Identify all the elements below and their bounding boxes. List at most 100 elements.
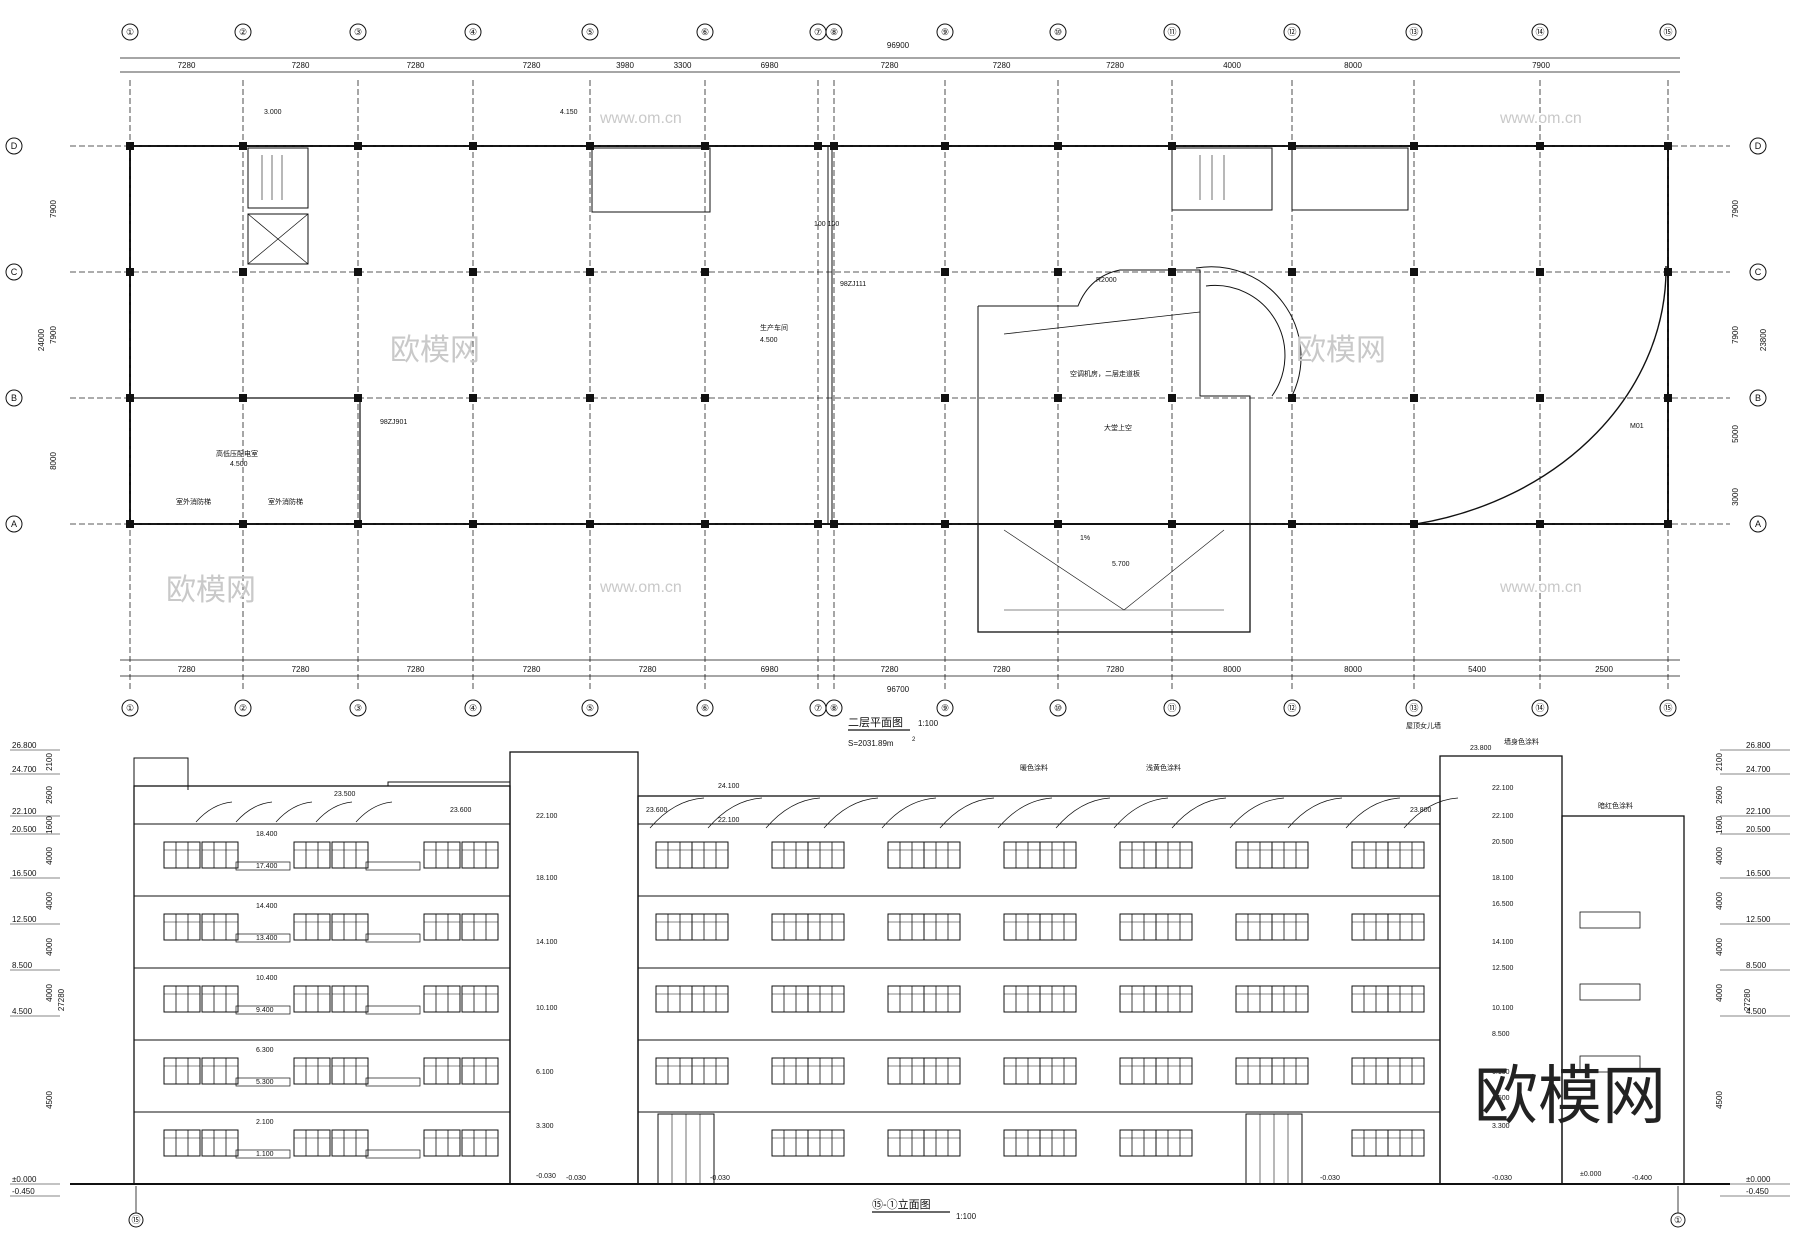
- column-14-4: [1536, 520, 1544, 528]
- window-centre-b-r4-c7: [1387, 913, 1425, 941]
- window-centre-b-r1-c5: [1155, 1129, 1193, 1157]
- material-note-3: 暖色涂料: [1020, 763, 1048, 772]
- stair-elev-right-3: 18.100: [1492, 875, 1514, 882]
- level-marks-left: 26.80024.70022.10020.50016.50012.5008.50…: [10, 741, 60, 1197]
- watermark-brand-2: 欧模网: [1296, 334, 1386, 367]
- roof-elev-8: 22.100: [1492, 785, 1514, 792]
- roof-truss: [939, 797, 995, 829]
- axis-label-bottom-5: ⑤: [586, 703, 594, 713]
- level-left-9: ±0.000: [12, 1175, 37, 1184]
- floor-elev-9: 2.100: [256, 1119, 274, 1126]
- roof-truss: [707, 797, 763, 829]
- stair-elev-right-6: 12.500: [1492, 965, 1514, 972]
- column-14-2: [1536, 268, 1544, 276]
- window-right-3: [1579, 911, 1641, 929]
- roof-elev-7: 23.800: [1470, 745, 1492, 752]
- level-right-6: 12.500: [1746, 915, 1771, 924]
- stair-elev-right-11: 3.300: [1492, 1123, 1510, 1130]
- toilet-block-right: [1291, 147, 1409, 211]
- dim-top-8: 7280: [881, 61, 899, 70]
- stair-elev-right-10: 4.500: [1492, 1095, 1510, 1102]
- window-centre-b-r2-c7: [1387, 1057, 1425, 1085]
- window-centre-r4-c5: [1119, 913, 1157, 941]
- window-centre-r4-c3: [887, 913, 925, 941]
- window-centre-r5-c4: [1003, 841, 1041, 869]
- balustrade-left-b-2: [365, 1077, 421, 1087]
- column-12-2: [1288, 268, 1296, 276]
- column-6-3: [701, 394, 709, 402]
- window-centre-b-r4-c2: [807, 913, 845, 941]
- axis-bubble-bottom-11: [1163, 699, 1181, 717]
- axis-bubble-bottom-12: [1283, 699, 1301, 717]
- window-centre-b-r5-c4: [1039, 841, 1077, 869]
- material-note-5: 暗红色涂料: [1598, 801, 1633, 810]
- axis-label-left-1: D: [11, 141, 18, 151]
- floor-elev-1: 18.400: [256, 831, 278, 838]
- balustrade-left-b-5: [365, 861, 421, 871]
- axis-bubble-top-4: [464, 23, 482, 41]
- axis-bubble-top-14: [1531, 23, 1549, 41]
- column-12-1: [1288, 142, 1296, 150]
- axis-bubble-bottom-5: [581, 699, 599, 717]
- dim-bottom-11: 8000: [1344, 665, 1362, 674]
- elevation-scale: 1:100: [956, 1212, 977, 1221]
- roof-truss-left: [195, 801, 233, 823]
- column-5-3: [586, 394, 594, 402]
- window-centre-r4-c1: [655, 913, 693, 941]
- column-4-4: [469, 520, 477, 528]
- label-detail-ref-2: 98ZJ901: [380, 419, 407, 426]
- dim-bottom-6: 6980: [761, 665, 779, 674]
- window-centre-b-r1-c7: [1387, 1129, 1425, 1157]
- stair-elev-right-13: -0.400: [1632, 1175, 1652, 1182]
- dim-bottom-12: 5400: [1468, 665, 1486, 674]
- balustrade-left-4: [235, 933, 291, 943]
- total-depth-right: 23800: [1759, 328, 1768, 351]
- axis-bubble-top-8: [825, 23, 843, 41]
- window-left-r3-c1: [163, 985, 201, 1013]
- watermarks: 欧模网 欧模网 欧模网 欧模网 www.om.cn www.om.cn www.…: [166, 110, 1666, 1132]
- window-centre-r5-c5: [1119, 841, 1157, 869]
- dim-bottom-8: 7280: [993, 665, 1011, 674]
- column-12-3: [1288, 394, 1296, 402]
- window-right-1: [1579, 1055, 1641, 1073]
- stair-core-left: [247, 147, 309, 209]
- balustrade-left-b-3: [365, 1005, 421, 1015]
- elevation-title: ⑮-①立面图: [872, 1197, 931, 1211]
- window-centre-b-r4-c1: [691, 913, 729, 941]
- roof-truss: [1403, 797, 1459, 829]
- window-centre-b-r5-c1: [691, 841, 729, 869]
- axis-label-bottom-8: ⑧: [830, 703, 838, 713]
- window-centre-r5-c6: [1235, 841, 1273, 869]
- watermark-brand-large: 欧模网: [1474, 1060, 1666, 1132]
- window-centre-b-r1-c4: [1039, 1129, 1077, 1157]
- stair-elev-right-1: 22.100: [1492, 813, 1514, 820]
- floor-lines: [134, 823, 1440, 1113]
- window-left-r2-c2: [293, 1057, 331, 1085]
- label-fire-stair-1: 室外消防梯: [176, 497, 211, 506]
- column-2-1: [239, 142, 247, 150]
- level-marks-right: 26.80024.70022.10020.50016.50012.5008.50…: [1715, 741, 1790, 1197]
- window-centre-r3-c5: [1119, 985, 1157, 1013]
- roof-elev-4: 23.600: [646, 807, 668, 814]
- axis-label-bottom-1: ①: [126, 703, 134, 713]
- axis-label-right-3: B: [1755, 393, 1761, 403]
- axis-bubble-top-2: [234, 23, 252, 41]
- balustrade-left-2: [235, 1077, 291, 1087]
- axis-label-right-1: D: [1755, 141, 1762, 151]
- dim-top-9: 7280: [993, 61, 1011, 70]
- axis-bubble-top-1: [121, 23, 139, 41]
- window-centre-b-r3-c3: [923, 985, 961, 1013]
- window-left-b-r3-c1: [201, 985, 239, 1013]
- column-5-4: [586, 520, 594, 528]
- elev-dim-left-4: 4000: [45, 847, 54, 865]
- axis-label-bottom-13: ⑬: [1409, 703, 1418, 713]
- dim-bottom-13: 2500: [1595, 665, 1613, 674]
- ground-elev-4: -0.030: [1492, 1175, 1512, 1182]
- dim-bottom-9: 7280: [1106, 665, 1124, 674]
- elev-dim-left-3: 1600: [45, 816, 54, 834]
- roof-elev-1: 23.500: [334, 791, 356, 798]
- window-centre-b-r3-c6: [1271, 985, 1309, 1013]
- roof-elev-5: 22.100: [718, 817, 740, 824]
- elev-dim-left-1: 2100: [45, 753, 54, 771]
- roof-parapet: [195, 797, 1459, 829]
